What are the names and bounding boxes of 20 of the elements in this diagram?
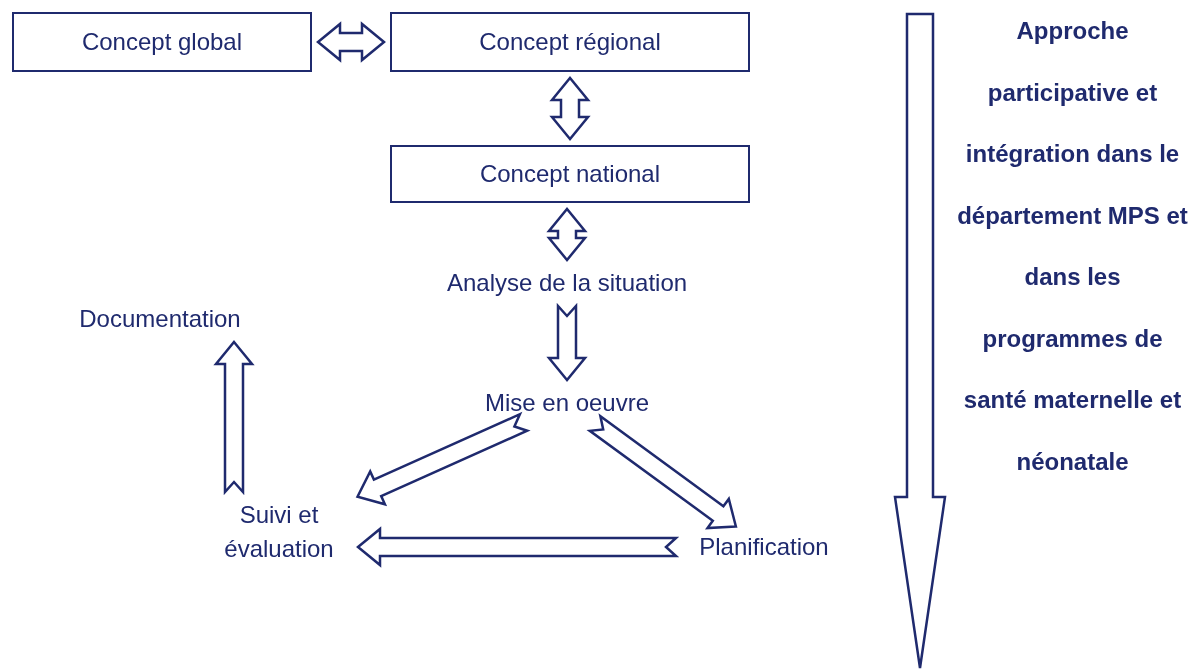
stage-label: Suivi et évaluation [206, 498, 352, 566]
block-arrow [213, 340, 255, 496]
concept-box [390, 12, 750, 72]
concept-box [12, 12, 312, 72]
box-label: Concept global [81, 27, 243, 57]
box-label: Concept régional [479, 27, 661, 57]
block-arrow [546, 207, 588, 262]
block-arrow [316, 21, 386, 63]
block-arrow [546, 302, 588, 382]
stage-label: Mise en oeuvre [462, 386, 672, 420]
stage-label: Documentation [58, 302, 262, 336]
block-arrow [356, 526, 680, 568]
block-arrow [586, 413, 738, 530]
side-note: Approche participative et intégration dans le département MPS et dans les programmes de santé maternelle et néonatale [956, 16, 1189, 477]
box-label: Concept national [479, 159, 661, 189]
block-arrow [549, 76, 591, 141]
stage-label: Planification [682, 530, 846, 564]
block-arrow [355, 411, 531, 507]
concept-box [390, 145, 750, 203]
stage-label: Analyse de la situation [416, 266, 718, 300]
